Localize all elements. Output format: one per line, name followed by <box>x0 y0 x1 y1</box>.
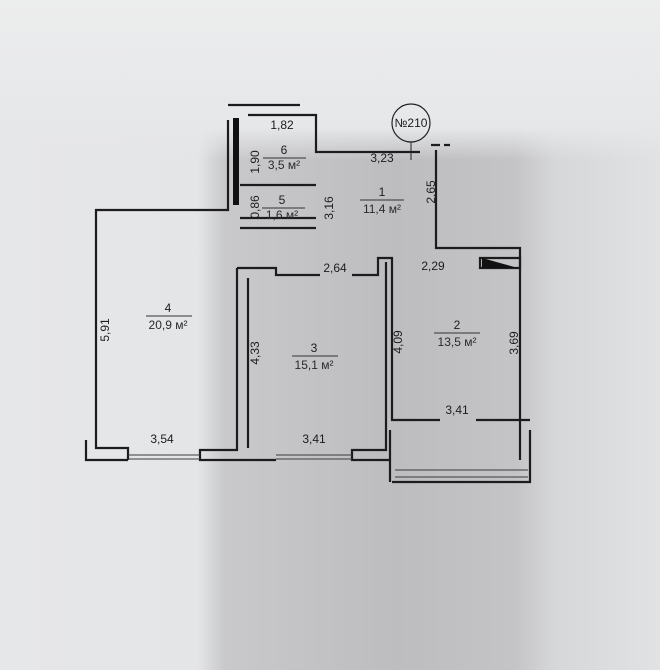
room-number: 6 <box>281 143 288 157</box>
dimension-label: 1,82 <box>270 118 294 132</box>
dimension-label: 0,86 <box>248 195 262 219</box>
room-area: 15,1 м² <box>295 358 334 372</box>
room-area: 3,5 м² <box>268 158 300 172</box>
room-4-label: 4 20,9 м² <box>146 301 192 332</box>
dimension-label: 3,41 <box>302 432 326 446</box>
room-6-label: 6 3,5 м² <box>263 143 306 172</box>
paper-top-light <box>0 0 660 160</box>
room-3-label: 3 15,1 м² <box>292 341 338 372</box>
ventilation-shaft <box>482 258 518 268</box>
dimension-label: 2,29 <box>421 259 445 273</box>
dimension-label: 4,09 <box>391 330 405 354</box>
room-1-label: 1 11,4 м² <box>360 185 404 216</box>
dimension-label: 3,54 <box>150 432 174 446</box>
shaft-fill <box>233 118 239 205</box>
room-number: 3 <box>311 341 318 355</box>
room-number: 1 <box>379 185 386 199</box>
room-area: 1,6 м² <box>266 208 298 222</box>
dimension-label: 4,33 <box>248 341 262 365</box>
room-5-label: 5 1,6 м² <box>262 193 305 222</box>
walls <box>84 103 532 484</box>
dimension-label: 1,90 <box>248 150 262 174</box>
dimension-label: 3,23 <box>370 151 394 165</box>
room-number: 5 <box>279 193 286 207</box>
dimension-label: 5,91 <box>98 318 112 342</box>
room-2-label: 2 13,5 м² <box>434 318 480 349</box>
windows <box>128 454 528 478</box>
room-number: 4 <box>165 301 172 315</box>
dimension-label: 3,16 <box>322 196 336 220</box>
dimension-label: 3,41 <box>445 403 469 417</box>
room-area: 13,5 м² <box>438 335 477 349</box>
apartment-number: №210 <box>395 116 428 130</box>
room-number: 2 <box>454 318 461 332</box>
dimension-label: 3,69 <box>507 331 521 355</box>
room-area: 20,9 м² <box>149 318 188 332</box>
room-area: 11,4 м² <box>363 202 401 216</box>
dimension-label: 2,64 <box>323 261 347 275</box>
dimension-label: 2,65 <box>424 180 438 204</box>
